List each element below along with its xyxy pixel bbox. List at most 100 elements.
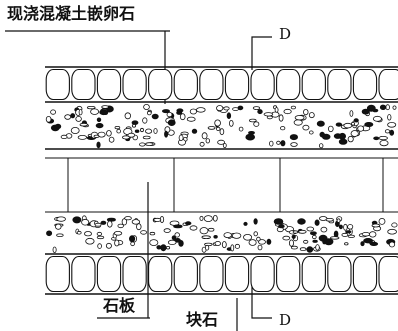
top-cobble [71,68,96,101]
upper-gravel-pebble [106,130,112,137]
upper-gravel-pebble [90,108,99,115]
lower-gravel-pebble [378,217,386,225]
upper-gravel-pebble [373,136,380,141]
lower-gravel-pebble [129,235,136,243]
lower-gravel-pebble [371,223,381,228]
upper-gravel-pebble [319,143,324,149]
block-stone-label: 块石 [186,310,219,329]
top-cobble [199,68,224,101]
top-cobble [378,68,398,101]
lower-gravel-pebble [360,241,365,247]
upper-gravel-pebble [124,112,131,120]
lower-gravel-pebble [106,217,116,222]
upper-gravel-pebble [189,108,197,115]
upper-gravel-pebble [139,142,146,147]
upper-gravel-pebble [191,128,198,134]
upper-gravel-pebble [77,134,88,140]
upper-gravel-pebble [290,142,298,147]
bottom-cobble [199,255,224,293]
upper-gravel-pebble [379,140,389,147]
lower-gravel-pebble [306,246,314,253]
lower-gravel-pebble [130,241,135,247]
upper-gravel-pebble [131,124,137,128]
bottom-cobble [148,255,173,293]
upper-gravel-pebble [196,107,206,113]
lower-gravel-pebble [160,244,167,252]
lower-gravel-pebble [153,217,162,222]
bottom-cobble [224,255,250,293]
upper-gravel-pebble [280,126,286,131]
upper-gravel-pebble [384,129,391,134]
lower-gravel-pebble [234,243,240,249]
upper-gravel-pebble [216,105,224,112]
lower-gravel-pebble [136,223,142,231]
upper-gravel-pebble [205,138,210,144]
top-cobble [301,68,326,101]
upper-gravel-pebble [96,141,101,149]
lower-gravel-pebble [214,240,221,246]
top-cobble [352,68,378,101]
upper-gravel-pebble [353,118,359,123]
lower-gravel-pebble [369,231,377,238]
lower-gravel-pebble [97,243,102,249]
upper-gravel-pebble [101,105,109,109]
bottom-cobble [378,255,398,293]
section-mark-top-line [251,36,272,70]
lower-gravel-pebble [207,227,215,232]
lower-gravel-pebble [309,231,317,236]
bottom-cobble [352,255,378,293]
upper-gravel-pebble [222,142,227,148]
upper-gravel-pebble [201,132,208,140]
lower-gravel-pebble [163,228,171,233]
upper-gravel-pebble [199,141,205,147]
pavement-layers [45,66,398,295]
lower-gravel-pebble [315,244,320,251]
upper-gravel-pebble [232,107,239,111]
upper-gravel-pebble [293,119,303,126]
upper-gravel-pebble [145,128,153,134]
lower-gravel-pebble [325,218,334,222]
upper-gravel-pebble [361,108,370,115]
lower-gravel-pebble [248,239,257,246]
upper-gravel-pebble [302,124,310,131]
upper-gravel-pebble [238,126,244,132]
lower-gravel-pebble [341,232,349,237]
upper-gravel-pebble [249,118,257,123]
top-cobble [122,68,147,101]
lower-gravel-pebble [258,239,266,245]
lower-gravel-pebble [85,237,95,245]
lower-gravel-pebble [292,230,299,234]
upper-gravel-pebble [385,104,390,111]
lower-gravel-pebble [100,220,107,225]
upper-gravel-pebble [186,116,196,122]
lower-gravel-pebble [117,223,124,229]
lower-gravel-pebble [81,218,90,226]
lower-gravel-pebble [113,231,123,236]
upper-gravel-pebble [387,122,397,128]
upper-gravel-pebble [215,126,221,131]
lower-gravel-pebble [361,231,371,237]
top-cobble [250,68,275,101]
lower-gravel-pebble [46,230,53,237]
lower-gravel-pebble [205,244,210,251]
upper-gravel-pebble [164,130,169,138]
upper-gravel-pebble [79,122,88,127]
upper-gravel-pebble [143,104,150,111]
upper-gravel-pebble [283,108,292,115]
lower-gravel-pebble [189,225,198,231]
upper-gravel-pebble [95,123,104,129]
lower-gravel-pebble [343,223,348,231]
section-mark-bottom-line [251,280,272,319]
lower-gravel-pebble [344,242,349,246]
lower-gravel-pebble [345,230,352,234]
lower-gravel-pebble [266,238,272,245]
lower-gravel-pebble [347,234,355,238]
bottom-cobble [71,255,96,293]
upper-gravel-pebble [349,110,354,117]
lower-gravel-pebble [124,216,132,221]
lower-gravel-pebble [56,233,64,237]
upper-gravel-pebble [45,116,52,123]
lower-gravel-pebble [318,234,328,242]
lower-gravel-pebble [223,232,232,239]
